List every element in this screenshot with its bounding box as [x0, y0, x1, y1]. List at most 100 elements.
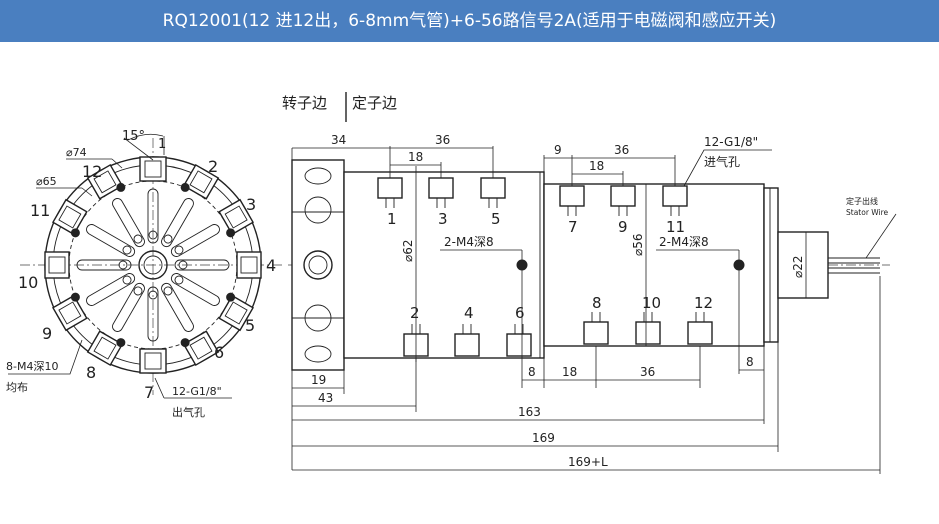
dim-18-b: 18: [562, 365, 577, 379]
spoke-hole: [174, 275, 184, 285]
spoke-hole: [122, 245, 132, 255]
port-block-inner: [144, 352, 162, 370]
front-port-label-6: 6: [214, 343, 224, 362]
page-title: RQ12001(12 进12出，6-8mm气管)+6-56路信号2A(适用于电磁…: [162, 11, 777, 31]
top-port-label-5: 5: [491, 210, 501, 228]
port-block-outer: [86, 330, 124, 366]
mount-hole: [180, 338, 190, 348]
front-port-label-2: 2: [208, 157, 218, 176]
port-block: [218, 198, 254, 236]
dim-34: 34: [331, 133, 346, 147]
stator-wire-boss: [777, 231, 829, 299]
front-port-label-8: 8: [86, 363, 96, 382]
port-block-outer: [182, 164, 220, 200]
stator-wire-leader: [865, 213, 897, 259]
side-port-body: [687, 321, 713, 345]
spoke-slot: [147, 286, 159, 342]
mount-note: 8-M4深10: [6, 360, 58, 373]
dia65-leader-2: [81, 187, 93, 197]
flange-port-1: [304, 196, 332, 224]
flange-hole-2: [304, 345, 332, 363]
tap-hole-left: [516, 259, 528, 271]
front-port-label-4: 4: [266, 256, 276, 275]
mount-hole: [116, 338, 126, 348]
port-block-outer: [52, 294, 88, 332]
spoke-hole: [133, 286, 143, 296]
port-block-outer: [52, 198, 88, 236]
rotor-flange: [291, 159, 345, 371]
tap-right-label: 2-M4深8: [659, 235, 709, 249]
spoke-bar: [147, 188, 159, 244]
spoke-hole: [163, 234, 173, 244]
mount-note-2: 均布: [6, 381, 28, 394]
port-note-leader: [154, 377, 165, 399]
dim-18-mid: 18: [589, 159, 604, 173]
inlet-note-leader: [683, 149, 772, 187]
side-port-body: [428, 177, 454, 199]
port-block-outer: [236, 251, 262, 279]
spoke-bar: [112, 198, 145, 248]
port-block-inner: [189, 170, 213, 194]
angle-arc: [127, 133, 164, 141]
port-block: [236, 251, 262, 279]
rotor-side-label: 转子边: [282, 94, 327, 112]
dia62-label: ⌀62: [401, 240, 415, 263]
dim-43: 43: [318, 391, 333, 405]
spoke-bar: [170, 273, 220, 306]
port-block-outer: [218, 294, 254, 332]
spoke-bar: [112, 282, 145, 332]
side-port-body: [506, 333, 532, 357]
technical-drawing: 15° ⌀74 ⌀65 12 2 3 4 5 6 7 8 9 10 11 1 8…: [0, 42, 939, 520]
spoke-bar: [161, 198, 194, 248]
side-port: [506, 324, 532, 357]
mount-hole: [70, 292, 80, 302]
tap-left-label: 2-M4深8: [444, 235, 494, 249]
side-port-body: [454, 333, 480, 357]
dia56-label: ⌀56: [631, 234, 645, 257]
dim-8-b: 8: [746, 355, 754, 369]
flange-port-2: [304, 304, 332, 332]
side-port-blocks: [377, 177, 713, 357]
front-port-label-12: 12: [82, 162, 102, 181]
mount-hole: [70, 228, 80, 238]
side-port-body: [480, 177, 506, 199]
spoke-hole: [122, 275, 132, 285]
bottom-port-label-10: 10: [642, 294, 661, 312]
side-port: [635, 312, 661, 345]
dia65-label: ⌀65: [36, 175, 57, 188]
spoke-slot: [76, 259, 132, 271]
front-port-label-10: 10: [18, 273, 38, 292]
side-port-body: [610, 185, 636, 207]
front-center-bore: [143, 255, 163, 275]
spoke-bar: [76, 259, 132, 271]
mount-hole: [180, 182, 190, 192]
spoke-slot: [170, 224, 220, 257]
spoke-bar: [170, 224, 220, 257]
side-port: [454, 324, 480, 357]
spoke-bar: [86, 224, 136, 257]
port-block-inner: [48, 256, 66, 274]
stator-wire-label-en: Stator Wire: [846, 208, 889, 217]
front-port-blocks: [44, 156, 262, 374]
top-port-label-7: 7: [568, 218, 578, 236]
spoke-bar: [174, 259, 230, 271]
dim-36-top: 36: [435, 133, 450, 147]
spoke-slot: [86, 224, 136, 257]
port-block: [86, 330, 124, 366]
spoke-slot: [112, 282, 145, 332]
inlet-note-2: 进气孔: [704, 154, 740, 169]
side-port: [583, 312, 609, 345]
stator-body-right: [543, 183, 765, 347]
port-block: [139, 156, 167, 182]
port-block-inner: [224, 205, 248, 229]
stator-wire-label: 定子出线: [846, 196, 878, 206]
spoke-slot: [161, 282, 194, 332]
side-port-body: [662, 185, 688, 207]
dim-169: 169: [532, 431, 555, 445]
dim-18-top: 18: [408, 150, 423, 164]
port-block-outer: [182, 330, 220, 366]
port-block-inner: [93, 170, 117, 194]
dim-169L: 169+L: [568, 455, 608, 469]
port-block: [182, 330, 220, 366]
flange-center-bore: [303, 250, 333, 280]
